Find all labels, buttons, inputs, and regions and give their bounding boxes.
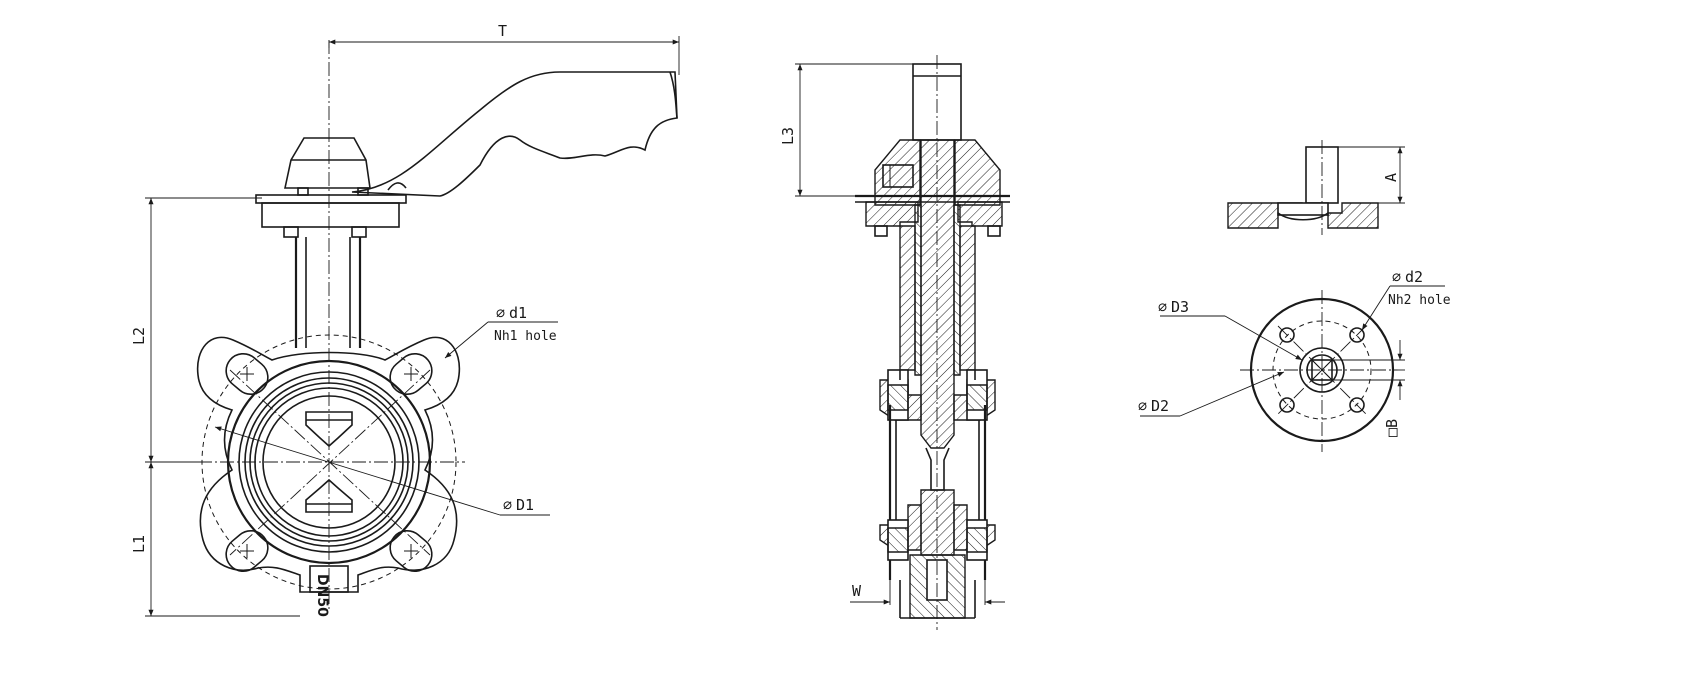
lug-hole-br: [389, 529, 433, 573]
label-l2: L2: [130, 327, 148, 345]
label-diameter-d2-pcd: ⌀D2: [1138, 397, 1169, 415]
handle-head: [284, 137, 371, 189]
label-a: A: [1382, 173, 1400, 182]
flange-side-detail: [1227, 140, 1405, 235]
label-diameter-d3: ⌀D3: [1158, 298, 1189, 316]
label-nh2-hole: Nh2 hole: [1388, 293, 1451, 308]
front-view: DN50: [196, 40, 678, 617]
labels: T L2 L1 L3 ⌀d1 Nh1 hole ⌀D1 W A ⌀D3 ⌀D2 …: [130, 22, 1451, 600]
disc-hub-bottom: [305, 478, 353, 513]
top-plate: [255, 194, 407, 204]
handle-lever: [351, 71, 678, 197]
label-diameter-d2-hole: ⌀d2: [1392, 268, 1423, 286]
label-diameter-d1: ⌀d1: [496, 304, 527, 322]
label-l1: L1: [130, 535, 148, 553]
disc-hub-top: [305, 411, 353, 448]
body-mark-dn50: DN50: [314, 574, 330, 617]
mounting-flange: [261, 202, 400, 228]
flange-top-view: [1140, 285, 1445, 452]
lug-body-outline: [196, 336, 461, 593]
handle-grip-line: [669, 71, 678, 119]
label-l3: L3: [779, 127, 797, 145]
lug-hole-tl: [225, 352, 269, 396]
stem-shaft: [920, 139, 955, 449]
label-diameter-d1-body: ⌀D1: [503, 496, 534, 514]
lug-hole-bl: [225, 529, 269, 573]
section-view: [855, 55, 1010, 630]
lug-hole-tr: [389, 352, 433, 396]
section-dimensions: [795, 63, 1005, 605]
label-square-b: □B: [1383, 419, 1401, 437]
label-nh1-hole: Nh1 hole: [494, 329, 557, 344]
label-t: T: [498, 22, 507, 40]
label-w: W: [852, 582, 862, 600]
front-dimensions: [145, 36, 680, 617]
